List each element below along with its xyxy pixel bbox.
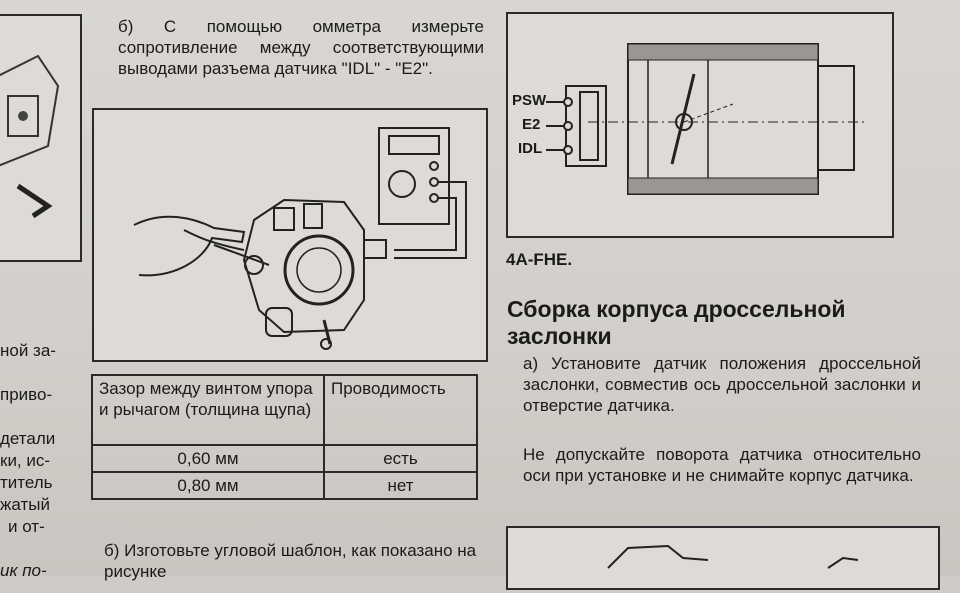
installation-note: Не допускайте поворота датчика относител… (523, 445, 921, 485)
left-fragment-8: ик по- (0, 561, 47, 580)
left-fragment-1: ной за- (0, 341, 56, 360)
left-fragment-2: приво- (0, 385, 53, 404)
header-conductivity: Проводимость (323, 374, 478, 446)
gap-conductivity-table: Зазор между винтом упора и рычагом (толщ… (91, 374, 478, 500)
left-fragment-6: жатый (0, 495, 50, 514)
table-row: 0,80 мм нет (91, 471, 478, 500)
left-figure-illustration (0, 54, 60, 219)
step-b-instruction: б) С помощью омметра измерьте сопротивле… (118, 17, 484, 78)
table-cell-conductivity: есть (323, 444, 478, 473)
section-title: Сборка корпуса дроссельной заслонки (507, 296, 846, 349)
ohmmeter-measurement-illustration (133, 127, 467, 350)
sensor-diagram-frame: PSW E2 IDL (506, 12, 894, 238)
bottom-figure-illustration (607, 544, 859, 569)
header-gap: Зазор между винтом упора и рычагом (толщ… (91, 374, 325, 446)
left-fragment-4: ки, ис- (0, 451, 51, 470)
table-cell-gap: 0,60 мм (91, 444, 325, 473)
ohmmeter-figure-frame (92, 108, 488, 362)
table-header-row: Зазор между винтом упора и рычагом (толщ… (91, 374, 478, 446)
step-a-instruction: а) Установите датчик положения дроссельн… (523, 354, 921, 415)
table-cell-conductivity: нет (323, 471, 478, 500)
terminal-label-psw: PSW (512, 92, 547, 109)
terminal-label-idl: IDL (518, 140, 543, 157)
left-figure-frame (0, 14, 82, 262)
throttle-sensor-diagram (546, 43, 868, 195)
left-fragment-7: и от- (8, 517, 45, 536)
model-label: 4A-FHE. (506, 250, 573, 269)
left-fragment-3: детали (0, 429, 56, 448)
left-fragment-5: титель (0, 473, 53, 492)
table-row: 0,60 мм есть (91, 444, 478, 473)
bottom-figure-frame (506, 526, 940, 590)
table-cell-gap: 0,80 мм (91, 471, 325, 500)
terminal-label-e2: E2 (522, 116, 541, 133)
